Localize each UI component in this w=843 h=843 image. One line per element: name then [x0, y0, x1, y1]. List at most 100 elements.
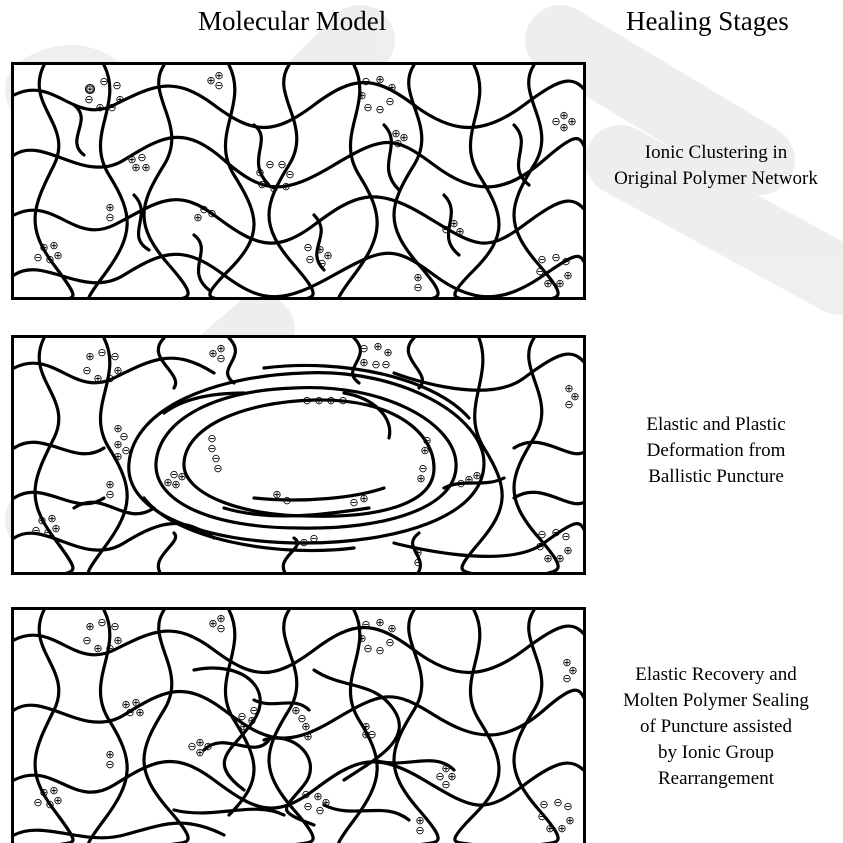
svg-text:⊕: ⊕	[359, 356, 368, 369]
svg-text:⊕: ⊕	[53, 794, 62, 807]
svg-text:⊕: ⊕	[163, 476, 172, 489]
svg-text:⊖: ⊖	[385, 95, 394, 108]
stage-label-3: Elastic Recovery and Molten Polymer Seal…	[596, 662, 836, 792]
svg-text:⊖: ⊖	[82, 634, 91, 647]
network-diagram-2: ⊕⊖⊖⊖ ⊕⊕⊖ ⊕⊖⊕ ⊖⊕⊕ ⊕⊖⊖ ⊖⊕⊕⊖ ⊕⊕⊖ ⊕⊖⊕⊖⊕ ⊖⊖⊖⊖…	[14, 338, 586, 575]
svg-text:⊖: ⊖	[303, 800, 312, 813]
svg-text:⊖: ⊖	[125, 706, 134, 719]
svg-text:⊖: ⊖	[33, 796, 42, 809]
svg-text:⊕: ⊕	[567, 115, 576, 128]
svg-text:⊖: ⊖	[105, 488, 114, 501]
svg-text:⊕: ⊕	[281, 180, 290, 193]
svg-text:⊕: ⊕	[361, 728, 370, 741]
stage-2-line-1: Elastic and Plastic	[596, 412, 836, 438]
svg-text:⊖: ⊖	[363, 101, 372, 114]
stage-3-line-2: Molten Polymer Sealing	[596, 688, 836, 714]
panel-original-network: ⊕ ⊖⊖⊖ ⊕⊕⊖ ⊕⊖⊕ ⊖⊕⊕ ⊕⊖⊖⊖ ⊕⊕⊕⊖ ⊕⊕⊕ ⊕⊖⊕⊕ ⊖⊖⊖…	[11, 62, 586, 300]
svg-text:⊖: ⊖	[97, 346, 106, 359]
svg-text:⊖: ⊖	[302, 394, 311, 407]
svg-text:⊖: ⊖	[282, 494, 291, 507]
svg-text:⊕: ⊕	[299, 536, 308, 549]
svg-text:⊖: ⊖	[338, 394, 347, 407]
svg-text:⊖: ⊖	[562, 672, 571, 685]
svg-text:⊖: ⊖	[551, 251, 560, 264]
svg-text:⊖: ⊖	[31, 524, 40, 537]
svg-text:⊖: ⊖	[441, 778, 450, 791]
panel-deformation: ⊕⊖⊖⊖ ⊕⊕⊖ ⊕⊖⊕ ⊖⊕⊕ ⊕⊖⊖ ⊖⊕⊕⊖ ⊕⊕⊖ ⊕⊖⊕⊖⊕ ⊖⊖⊖⊖…	[11, 335, 586, 575]
svg-text:⊕: ⊕	[93, 642, 102, 655]
svg-text:⊕: ⊕	[563, 544, 572, 557]
svg-text:⊖: ⊖	[97, 616, 106, 629]
svg-text:⊕: ⊕	[472, 469, 481, 482]
svg-text:⊕: ⊕	[563, 269, 572, 282]
svg-text:⊕: ⊕	[455, 225, 464, 238]
svg-text:⊖: ⊖	[371, 358, 380, 371]
svg-text:⊖: ⊖	[214, 79, 223, 92]
svg-text:⊖: ⊖	[563, 800, 572, 813]
svg-text:⊖: ⊖	[551, 526, 560, 539]
svg-text:⊖: ⊖	[121, 444, 130, 457]
svg-text:⊕: ⊕	[203, 740, 212, 753]
svg-text:⊖: ⊖	[105, 758, 114, 771]
svg-text:⊖: ⊖	[361, 618, 370, 631]
svg-text:⊖: ⊖	[381, 358, 390, 371]
svg-text:⊖: ⊖	[375, 103, 384, 116]
svg-text:⊖: ⊖	[561, 255, 570, 268]
svg-text:⊖: ⊖	[305, 253, 314, 266]
stage-3-line-1: Elastic Recovery and	[596, 662, 836, 688]
svg-text:⊕: ⊕	[314, 394, 323, 407]
svg-text:⊕: ⊕	[359, 492, 368, 505]
svg-text:⊕: ⊕	[257, 178, 266, 191]
svg-text:⊕: ⊕	[543, 552, 552, 565]
svg-text:⊖: ⊖	[112, 79, 121, 92]
svg-text:⊕: ⊕	[375, 73, 384, 86]
stage-1-line-2: Original Polymer Network	[596, 166, 836, 192]
svg-text:⊕: ⊕	[113, 450, 122, 463]
svg-text:⊕: ⊕	[269, 182, 278, 195]
svg-text:⊖: ⊖	[110, 350, 119, 363]
svg-text:⊕: ⊕	[51, 522, 60, 535]
svg-text:⊖: ⊖	[107, 101, 116, 114]
network-diagram-1: ⊕ ⊖⊖⊖ ⊕⊕⊖ ⊕⊖⊕ ⊖⊕⊕ ⊕⊖⊖⊖ ⊕⊕⊕⊖ ⊕⊕⊕ ⊕⊖⊕⊕ ⊖⊖⊖…	[14, 65, 586, 300]
stage-2-line-3: Ballistic Puncture	[596, 464, 836, 490]
svg-text:⊖: ⊖	[551, 115, 560, 128]
svg-text:⊕: ⊕	[208, 617, 217, 630]
svg-text:⊕: ⊕	[239, 720, 248, 733]
svg-text:⊖: ⊖	[216, 622, 225, 635]
svg-text:⊕: ⊕	[171, 478, 180, 491]
svg-text:⊖: ⊖	[110, 620, 119, 633]
svg-text:⊖: ⊖	[456, 477, 465, 490]
svg-text:⊖: ⊖	[359, 342, 368, 355]
svg-text:⊕: ⊕	[193, 211, 202, 224]
svg-text:⊖: ⊖	[265, 158, 274, 171]
svg-text:⊕: ⊕	[85, 620, 94, 633]
stage-2-line-2: Deformation from	[596, 438, 836, 464]
stage-label-2: Elastic and Plastic Deformation from Bal…	[596, 412, 836, 490]
svg-text:⊕: ⊕	[135, 706, 144, 719]
svg-text:⊕: ⊕	[113, 364, 122, 377]
svg-text:⊖: ⊖	[415, 824, 424, 837]
svg-text:⊕: ⊕	[207, 207, 216, 220]
svg-text:⊕: ⊕	[373, 340, 382, 353]
svg-text:⊕: ⊕	[559, 121, 568, 134]
svg-text:⊖: ⊖	[553, 796, 562, 809]
svg-text:⊕: ⊕	[208, 347, 217, 360]
svg-text:⊖: ⊖	[216, 352, 225, 365]
svg-text:⊕: ⊕	[272, 488, 281, 501]
svg-text:⊖: ⊖	[105, 372, 114, 385]
svg-text:⊖: ⊖	[317, 257, 326, 270]
svg-text:⊖: ⊖	[105, 642, 114, 655]
svg-text:⊕: ⊕	[93, 372, 102, 385]
stage-1-line-1: Ionic Clustering in	[596, 140, 836, 166]
svg-text:⊕: ⊕	[565, 814, 574, 827]
stage-label-1: Ionic Clustering in Original Polymer Net…	[596, 140, 836, 192]
svg-text:⊖: ⊖	[413, 556, 422, 569]
stage-3-line-4: by Ionic Group	[596, 740, 836, 766]
svg-text:⊕: ⊕	[141, 161, 150, 174]
stage-3-line-3: of Puncture assisted	[596, 714, 836, 740]
svg-text:⊕: ⊕	[303, 730, 312, 743]
svg-text:⊖: ⊖	[249, 704, 258, 717]
molecular-model-header: Molecular Model	[198, 6, 386, 37]
svg-text:⊕: ⊕	[420, 444, 429, 457]
healing-stages-header: Healing Stages	[626, 6, 789, 37]
